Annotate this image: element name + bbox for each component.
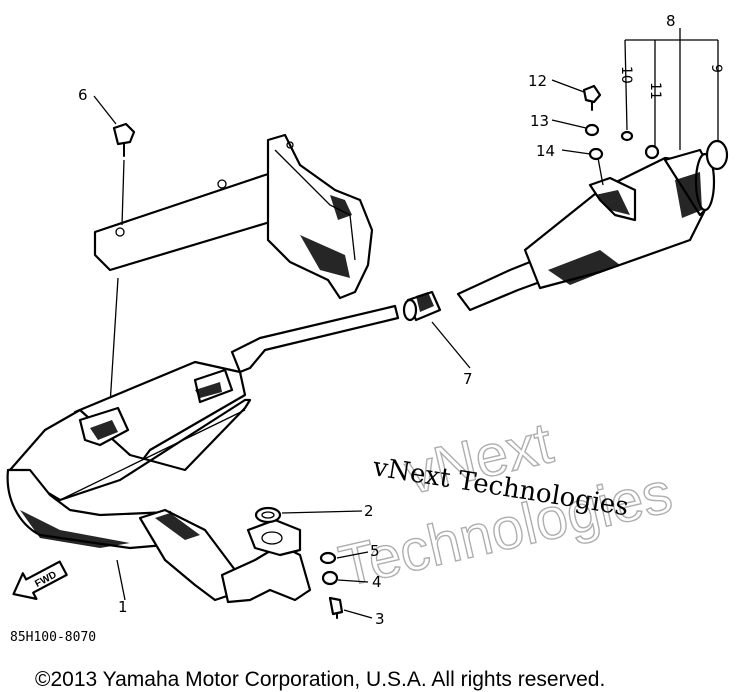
gasket-2	[254, 506, 282, 524]
callout-14: 14	[536, 142, 555, 160]
callout-leaders	[93, 28, 719, 601]
callout-3: 3	[375, 610, 385, 628]
bolt-6	[112, 122, 136, 226]
hardware-3-4-5	[319, 551, 344, 619]
callout-7: 7	[463, 370, 473, 388]
copyright-notice: ©2013 Yamaha Motor Corporation, U.S.A. A…	[35, 668, 605, 691]
silencer	[456, 148, 716, 312]
diagram-code: 85H100-8070	[10, 630, 96, 645]
callout-13: 13	[530, 112, 549, 130]
expansion-chamber	[6, 304, 400, 602]
callout-6: 6	[78, 86, 88, 104]
callout-10: 10	[618, 66, 634, 84]
callout-5: 5	[370, 542, 380, 560]
joint-pipe-7	[402, 290, 442, 322]
callout-2: 2	[364, 502, 374, 520]
fwd-arrow-icon: FWD	[12, 560, 68, 600]
callout-8: 8	[666, 12, 676, 30]
callout-12: 12	[528, 72, 547, 90]
callout-9: 9	[708, 64, 724, 73]
exhaust-pipe	[220, 518, 312, 604]
muffler-bracket	[93, 133, 374, 300]
callout-1: 1	[118, 598, 128, 616]
hardware-10-14	[582, 84, 660, 161]
callout-11: 11	[647, 82, 663, 100]
callout-4: 4	[372, 573, 382, 591]
gasket-9	[705, 139, 729, 171]
